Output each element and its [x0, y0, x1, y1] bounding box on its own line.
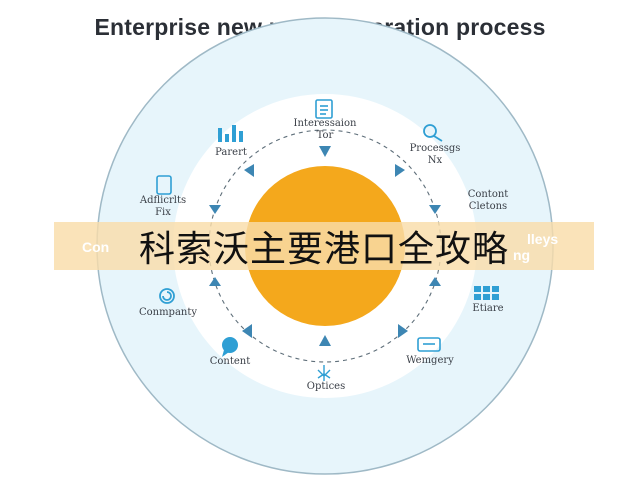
tablet-icon [156, 175, 172, 195]
document-icon [315, 99, 333, 119]
node-left-upper-label: Adflicrlts Fix [139, 195, 187, 218]
arrow-left-lower [209, 277, 221, 286]
arrow-top-left [244, 164, 254, 177]
node-right-upper-label: Contont Cletons [467, 189, 509, 212]
node-left-lower-label: Conmpanty [138, 307, 198, 318]
overlay-banner [54, 222, 594, 270]
node-top-label: Interessaion Tor [293, 118, 357, 141]
banner-right-partial-1: lleys [527, 231, 559, 247]
arrow-bottom [319, 335, 331, 346]
arrow-right-upper [429, 205, 441, 214]
node-bottom-right-label: Wemgery [406, 355, 454, 366]
node-top-right-label: Processgs Nx [409, 143, 461, 166]
banner-left-partial: Con [82, 239, 110, 255]
arrow-left-upper [209, 205, 221, 214]
orbit-arrows [209, 146, 441, 346]
arrow-right-lower [429, 277, 441, 286]
arrow-bottom-left [242, 324, 252, 338]
arrow-bottom-right [398, 324, 408, 338]
node-top-left-label: Parert [215, 147, 247, 158]
overlay-title: 科索沃主要港口全攻略 [138, 229, 509, 270]
node-bottom-label: Optices [306, 381, 346, 392]
banner-right-partial-2: ng [513, 247, 531, 263]
node-bottom-left-label: Content [209, 356, 251, 367]
search-icon [423, 124, 443, 142]
message-icon [417, 337, 441, 352]
chat-bubble-icon [222, 337, 238, 357]
arrow-top-right [395, 164, 405, 177]
bar-chart-icon [218, 125, 243, 142]
network-icon [317, 365, 331, 381]
node-right-lower-label: Etiare [472, 303, 504, 314]
target-icon [159, 288, 175, 304]
arrow-top [319, 146, 331, 157]
grid-icon [474, 286, 499, 300]
